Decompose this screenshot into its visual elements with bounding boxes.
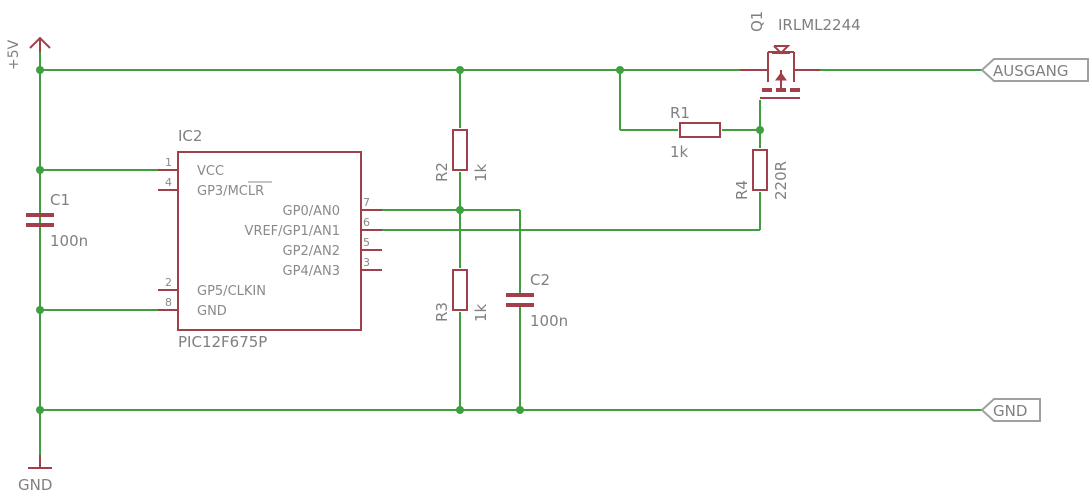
port-flag-icon (980, 58, 1089, 82)
resistor-body-icon (679, 122, 721, 138)
pin-name: GND (197, 304, 227, 319)
pin-name: VCC (197, 164, 224, 179)
vcc-supply-symbol[interactable]: +5V (6, 36, 51, 70)
resistor-body-icon (452, 129, 468, 171)
zener-diode-icon (773, 45, 791, 55)
pin-number: 1 (165, 156, 172, 169)
r4-value: 220R (772, 161, 790, 200)
ic-left-pin[interactable]: 8 GND (158, 296, 227, 319)
ic-ref: IC2 (178, 127, 202, 145)
r1-ref: R1 (670, 104, 690, 122)
r4-ref: R4 (733, 180, 751, 200)
port-gnd[interactable]: GND (980, 398, 1041, 422)
c1-value: 100n (50, 232, 88, 250)
gnd-supply-symbol[interactable]: GND (18, 455, 52, 494)
junction-dot (36, 306, 44, 314)
junction-dot (36, 166, 44, 174)
q1-value: IRLML2244 (778, 16, 861, 34)
gnd-label: GND (18, 476, 52, 494)
junctions (36, 66, 764, 414)
pin-number: 7 (363, 196, 370, 209)
ic-body (177, 151, 362, 331)
c1-ref: C1 (50, 191, 70, 209)
resistor-r4[interactable]: R4 220R (733, 149, 790, 200)
pin-number: 3 (363, 256, 370, 269)
pin-number: 5 (363, 236, 370, 249)
c2-value: 100n (530, 312, 568, 330)
mosfet-arrow-icon (775, 72, 787, 81)
pin-name: VREF/GP1/AN1 (245, 224, 340, 239)
vcc-label: +5V (6, 39, 22, 70)
resistor-body-icon (452, 269, 468, 311)
port-gnd-label: GND (993, 402, 1027, 420)
capacitor-c1[interactable]: C1 100n (26, 191, 88, 250)
c2-ref: C2 (530, 271, 550, 289)
junction-dot (456, 206, 464, 214)
junction-dot (516, 406, 524, 414)
junction-dot (456, 406, 464, 414)
ic-left-pin[interactable]: 4 GP3/MCLR (158, 176, 272, 199)
resistor-r1[interactable]: R1 1k (670, 104, 721, 161)
r3-ref: R3 (433, 302, 451, 322)
r3-value: 1k (472, 303, 490, 322)
wires (39, 48, 982, 465)
pin-name: GP5/CLKIN (197, 284, 266, 299)
pin-name: GP2/AN2 (283, 244, 340, 259)
resistor-body-icon (752, 149, 768, 191)
pin-number: 4 (165, 176, 172, 189)
resistor-r2[interactable]: R2 1k (433, 129, 490, 182)
capacitor-c2[interactable]: C2 100n (506, 271, 568, 330)
ic-left-pin[interactable]: 2 GP5/CLKIN (158, 276, 266, 299)
q1-ref: Q1 (748, 11, 766, 32)
ic-value: PIC12F675P (178, 333, 267, 351)
junction-dot (36, 66, 44, 74)
r1-value: 1k (670, 143, 689, 161)
ic-left-pin[interactable]: 1 VCC (158, 156, 224, 179)
port-ausgang-label: AUSGANG (993, 62, 1069, 80)
mosfet-q1[interactable]: Q1 IRLML2244 (740, 11, 861, 99)
resistor-r3[interactable]: R3 1k (433, 269, 490, 322)
ic-right-pin[interactable]: 5 GP2/AN2 (283, 236, 382, 259)
ic-right-pin[interactable]: 3 GP4/AN3 (283, 256, 382, 279)
ic-right-pin[interactable]: 6 VREF/GP1/AN1 (245, 216, 382, 239)
pin-number: 6 (363, 216, 370, 229)
r2-ref: R2 (433, 162, 451, 182)
junction-dot (616, 66, 624, 74)
junction-dot (456, 66, 464, 74)
junction-dot (36, 406, 44, 414)
port-ausgang[interactable]: AUSGANG (980, 58, 1089, 82)
pin-name: GP0/AN0 (283, 204, 340, 219)
ic-right-pin[interactable]: 7 GP0/AN0 (283, 196, 382, 219)
junction-dot (756, 126, 764, 134)
pin-name: GP4/AN3 (283, 264, 340, 279)
pin-number: 8 (165, 296, 172, 309)
pin-number: 2 (165, 276, 172, 289)
ic-pic12f675[interactable]: IC2 PIC12F675P 1 VCC 4 GP3/MCLR 2 GP5/CL… (158, 127, 382, 351)
pin-name: GP3/MCLR (197, 184, 264, 199)
r2-value: 1k (472, 163, 490, 182)
port-flag-icon (980, 398, 1041, 422)
